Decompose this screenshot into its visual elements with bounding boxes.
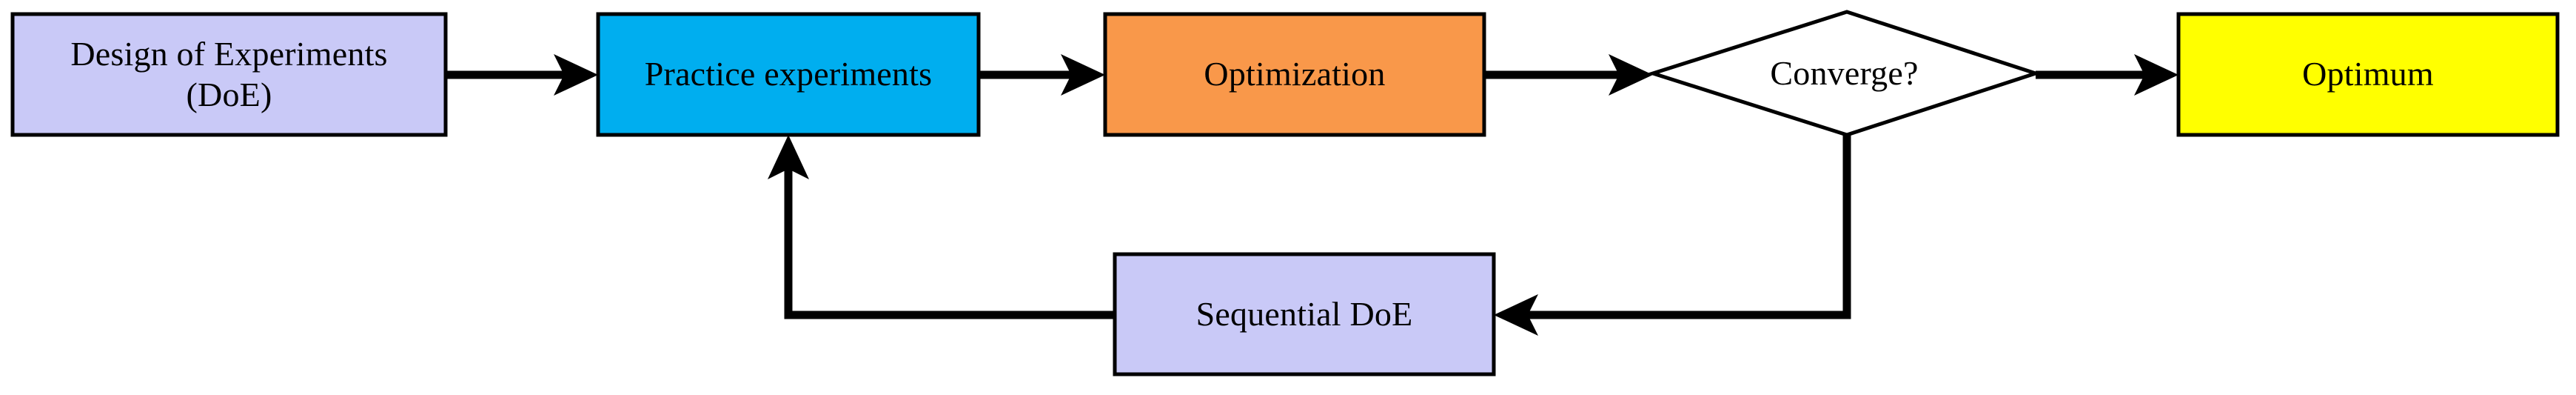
edge-converge-to-optimum bbox=[2036, 54, 2178, 96]
node-converge-decision[interactable] bbox=[1646, 10, 2042, 137]
node-sequential-doe[interactable] bbox=[1113, 252, 1496, 376]
edge-converge-to-sequential-doe bbox=[1494, 135, 1851, 336]
edge-sequential-doe-to-practice bbox=[768, 135, 1115, 319]
node-optimum[interactable] bbox=[2176, 12, 2560, 137]
node-practice-experiments[interactable] bbox=[596, 12, 981, 137]
edge-optimization-to-converge bbox=[1484, 54, 1653, 96]
node-optimization[interactable] bbox=[1103, 12, 1486, 137]
edge-practice-to-optimization bbox=[979, 54, 1105, 96]
node-design-of-experiments[interactable] bbox=[10, 12, 448, 137]
edge-doe-to-practice bbox=[446, 54, 598, 96]
